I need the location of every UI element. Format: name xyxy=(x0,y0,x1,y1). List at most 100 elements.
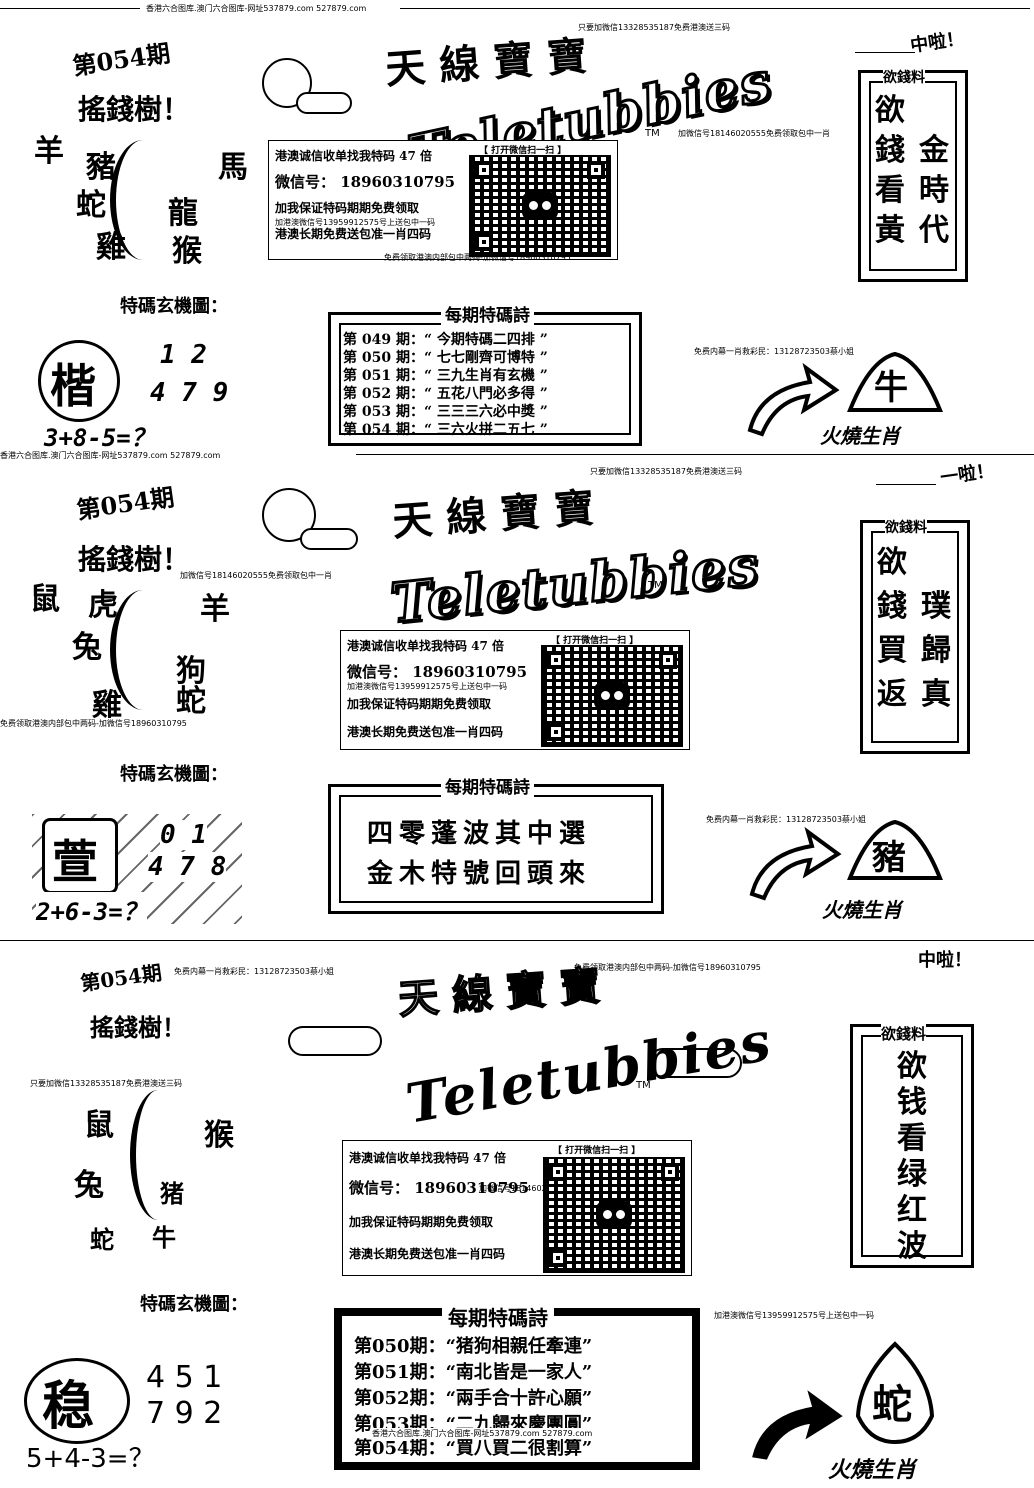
ad-line1: 港澳诚信收单找我特码 47 倍 xyxy=(275,149,433,163)
p2-ad-box[interactable]: 港澳诚信收单找我特码 47 倍 微信号： 18960310795 加港澳微信号1… xyxy=(340,630,690,750)
qr-head: 【 打开微信扫一扫 】 xyxy=(553,1146,641,1156)
ad-line3: 加我保证特码期期免费领取 xyxy=(347,697,492,711)
p2-scroll-char: 真 xyxy=(921,677,951,712)
p3-ad-box[interactable]: 港澳诚信收单找我特码 47 倍 微信号： 18960310795 加微信号181… xyxy=(342,1140,692,1276)
p1-zodiac-1: 羊 xyxy=(34,134,64,169)
p2-scroll-char: 璞 xyxy=(921,589,951,624)
p3-poem-head: 每期特碼詩 xyxy=(442,1302,554,1331)
p3-scroll-char: 绿 xyxy=(897,1157,927,1192)
p1-poem-line: 第 050 期：“ 七七剛齊可博特 ” xyxy=(343,350,548,366)
qr-finder xyxy=(549,1163,567,1181)
p1-zhongla: 中啦！ xyxy=(909,28,966,57)
p1-scroll-char: 代 xyxy=(919,213,949,248)
p1-nums2: 4 7 9 xyxy=(150,378,229,408)
p1-zodiac-2: 豬 xyxy=(86,150,116,185)
p3-nums2: 7 9 2 xyxy=(146,1396,223,1431)
ad-small: 加港澳微信号13959912575号上送包中一码 xyxy=(347,682,507,691)
p2-tm: TM xyxy=(648,580,663,591)
qr-finder xyxy=(659,651,677,669)
p3-zodiac-3: 兔 xyxy=(74,1168,104,1203)
p3-poem-line: 第054期：“買八買二很割算” xyxy=(354,1438,593,1459)
p1-poem-line: 第 054 期：“ 三六火拼二五七 ” xyxy=(343,422,548,438)
p3-scroll-char: 欲 xyxy=(897,1049,927,1084)
p2-nums2: 4 7 8 xyxy=(148,852,227,882)
ad-line3: 加我保证特码期期免费领取 xyxy=(349,1215,494,1229)
p2-fire-char: 豬 xyxy=(872,838,906,878)
p3-char-circle xyxy=(24,1358,130,1444)
p3-poem-overlay: 香港六合图库.澳门六合图库-网址537879.com 527879.com xyxy=(372,1428,593,1439)
p1-zodiac-3: 馬 xyxy=(218,150,248,185)
p2-title: 天線寶寶 xyxy=(390,483,610,546)
p2-zodiac-2: 虎 xyxy=(88,588,118,623)
p3-arrow-icon xyxy=(752,1390,843,1460)
qr-finder xyxy=(547,651,565,669)
qr-head: 【 打开微信扫一扫 】 xyxy=(551,636,639,646)
p2-zhongla-rule xyxy=(876,484,936,485)
p1-cloud-icon xyxy=(296,92,352,114)
p3-tree-title: 搖錢樹！ xyxy=(90,1013,186,1042)
p3-scroll-char: 看 xyxy=(897,1121,927,1156)
ad-line2: 微信号： 18960310795 xyxy=(349,1179,530,1197)
p1-arrow-icon xyxy=(747,362,840,437)
p2-formula: 2+6-3=？ xyxy=(36,892,147,927)
wechat-icon xyxy=(522,192,558,220)
p1-char-circle xyxy=(38,340,120,422)
p3-scroll-char: 红 xyxy=(897,1193,927,1228)
qr-finder xyxy=(475,233,493,251)
p3-tm: TM xyxy=(636,1080,651,1091)
p2-fire-icon xyxy=(847,819,943,880)
p3-zodiac-6: 牛 xyxy=(152,1223,176,1252)
p3-issue: 第054期 xyxy=(78,960,164,996)
p2-zhongla: 一啦！ xyxy=(939,460,996,489)
p1-promo-top: 只要加微信13328535187免费港澳送三码 xyxy=(578,23,730,32)
p1-ad-box[interactable]: 港澳诚信收单找我特码 47 倍 微信号： 18960310795 加我保证特码期… xyxy=(268,140,618,260)
p2-zodiac-7: 蛇 xyxy=(176,684,206,719)
p1-tree-vine xyxy=(110,140,176,260)
p1-sun-icon xyxy=(262,58,312,108)
qr-finder xyxy=(475,161,493,179)
p1-chart-title: 特碼玄機圖： xyxy=(120,296,228,317)
p1-scroll-char: 時 xyxy=(919,173,949,208)
p1-poem-line: 第 053 期：“ 三三三六必中獎 ” xyxy=(343,404,548,420)
p3-chart-title: 特碼玄機圖： xyxy=(140,1294,248,1315)
ad-line2: 微信号： 18960310795 xyxy=(275,173,456,191)
p1-poem-frame: 每期特碼詩 第 049 期：“ 今期特碼二四排 ” 第 050 期：“ 七七剛齊… xyxy=(328,301,642,446)
p3-title: 天線寶寶 xyxy=(396,961,616,1024)
p3-zodiac-2: 猴 xyxy=(204,1118,234,1153)
qr-code[interactable] xyxy=(543,1157,685,1273)
p3-cloud-icon xyxy=(288,1026,382,1056)
p1-poem-line: 第 051 期：“ 三九生肖有玄機 ” xyxy=(343,368,548,384)
p1-scroll-col2: 金 時 代 xyxy=(909,131,959,251)
p3-nums1: 4 5 1 xyxy=(146,1360,223,1395)
p1-formula: 3+8-5=？ xyxy=(44,424,155,452)
p1-poem-line: 第 052 期：“ 五花八門必多得 ” xyxy=(343,386,548,402)
p1-issue: 第054期 xyxy=(70,38,172,81)
p2-issue: 第054期 xyxy=(74,482,176,525)
p2-sun-icon xyxy=(262,488,316,542)
p2-poem-frame: 每期特碼詩 四零蓬波其中選 金木特號回頭來 xyxy=(328,773,664,914)
p2-chart-title: 特碼玄機圖： xyxy=(120,764,228,785)
p3-poem-line: 第052期：“兩手合十許心願” xyxy=(354,1388,593,1409)
p1-fire-char: 牛 xyxy=(874,368,908,408)
p2-fire-label: 火燒生肖 xyxy=(822,898,902,922)
top-rule-left xyxy=(0,8,140,9)
p3-scroll-head: 欲錢料 xyxy=(881,1023,927,1044)
p2-tree-vine xyxy=(110,590,176,710)
qr-head: 【 打开微信扫一扫 】 xyxy=(479,146,567,156)
p1-scroll-char: 欲 xyxy=(875,93,905,128)
qr-code[interactable] xyxy=(541,645,683,747)
ad-line1: 港澳诚信收单找我特码 47 倍 xyxy=(349,1151,507,1165)
qr-finder xyxy=(547,723,565,741)
p3-promo-left: 只要加微信13328535187免费港澳送三码 xyxy=(30,1079,182,1088)
site-caption-top: 香港六合图库.澳门六合图库-网址537879.com 527879.com xyxy=(146,4,367,13)
ad-line4: 港澳长期免费送包准一肖四码 xyxy=(347,725,504,739)
qr-finder xyxy=(587,161,605,179)
qr-code[interactable] xyxy=(469,155,611,257)
mid-rule-1 xyxy=(356,454,1034,455)
p3-poem-frame: 每期特碼詩 第050期：“猪狗相親任牽連” 第051期：“南北皆是一家人” 第0… xyxy=(334,1302,700,1470)
p1-scroll-char: 看 xyxy=(875,173,905,208)
top-rule-right xyxy=(400,8,1030,9)
p1-scroll-char: 黃 xyxy=(875,213,905,248)
p1-char: 楷 xyxy=(50,359,96,413)
p1-poem-line: 第 049 期：“ 今期特碼二四排 ” xyxy=(343,332,548,348)
